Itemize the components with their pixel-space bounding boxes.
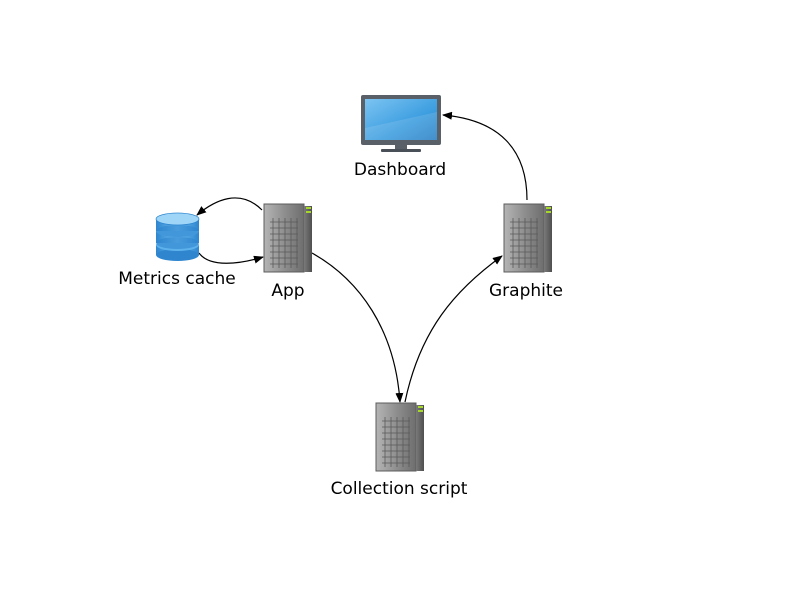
node-label-app: App: [271, 281, 305, 301]
node-label-graphite: Graphite: [489, 281, 563, 301]
edge-collection-script-to-graphite: [404, 255, 503, 403]
edge-metrics-cache-to-app: [198, 252, 264, 264]
edge-app-to-collection-script: [311, 252, 404, 403]
monitor-icon: [361, 95, 441, 152]
node-label-metrics-cache: Metrics cache: [118, 269, 236, 289]
edge-graphite-to-dashboard: [442, 111, 528, 201]
edge-app-to-metrics-cache: [196, 197, 263, 216]
node-label-collection-script: Collection script: [330, 479, 468, 499]
server-icon: [375, 402, 425, 472]
node-label-dashboard: Dashboard: [353, 160, 447, 180]
database-icon: [155, 212, 200, 261]
server-icon: [263, 203, 313, 273]
server-icon: [503, 203, 553, 273]
